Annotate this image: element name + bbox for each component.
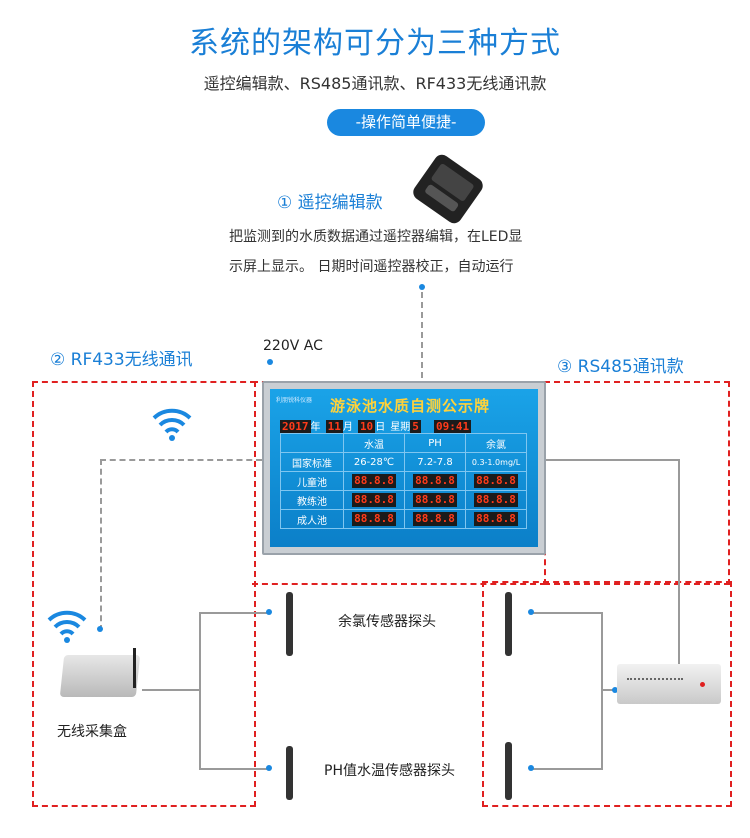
ph-probe-icon [286,746,293,800]
page-title: 系统的架构可分为三种方式 [189,26,561,61]
chlorine-probe-icon [286,592,293,656]
table-cell: 儿童池 [280,471,344,491]
rs485-wire-h [542,459,678,461]
power-label: 220V AC [263,338,323,354]
led-cell: 88.8.8 [352,493,396,507]
chlorine-probe-label: 余氯传感器探头 [338,614,436,630]
rf-section-box [32,381,256,807]
table-cell: 成人池 [280,509,344,529]
collector-label: 无线采集盒 [57,724,127,740]
board-table: 水温 PH 余氯 国家标准 26-28℃ 7.2-7.8 0.3-1.0mg/L… [280,433,527,529]
collector-wire-top [199,612,269,614]
board-logo: 利朋锐科仪器 [276,397,313,404]
led-cell: 88.8.8 [352,474,396,488]
table-header-cell: 余氯 [465,433,527,453]
ph-probe-label: PH值水温传感器探头 [324,763,455,779]
table-header-cell: 水温 [343,433,405,453]
rs-wire-bottom [530,768,602,770]
wireless-collector-box [59,655,141,697]
table-row: 儿童池 88.8.8 88.8.8 88.8.8 [280,471,527,491]
rs-section-title: ③ RS485通讯款 [557,357,684,377]
led-cell: 88.8.8 [413,474,457,488]
table-row: 成人池 88.8.8 88.8.8 88.8.8 [280,509,527,529]
rs-box-wire [601,689,619,691]
rs-wire-top [530,612,602,614]
led-month: 11 [325,420,343,434]
led-cell: 88.8.8 [352,512,396,526]
led-year: 2017 [280,420,311,434]
led-time: 09:41 [434,420,472,434]
probe-dot [528,609,534,615]
collector-wire [142,689,200,691]
rs485-wire-v [678,459,680,665]
rs-box-dot [612,687,618,693]
wireless-link-h [100,459,262,461]
remote-section-desc-1: 把监测到的水质数据通过遥控器编辑，在LED显 [229,229,523,245]
led-cell: 88.8.8 [413,512,457,526]
rs-section-box-bottom [482,581,732,807]
ph-probe-icon [505,742,512,800]
antenna-icon [133,648,136,688]
table-cell: 7.2-7.8 [404,452,466,472]
rs-section-box-top [544,381,730,585]
page-subtitle: 遥控编辑款、RS485通讯款、RF433无线通讯款 [203,74,547,93]
table-cell: 26-28℃ [343,452,405,472]
table-row: 教练池 88.8.8 88.8.8 88.8.8 [280,490,527,510]
power-dot [267,359,273,365]
board-title: 游泳池水质自测公示牌 [330,397,491,415]
probe-dot [266,765,272,771]
wifi-icon [47,610,87,643]
day-unit: 日 [375,422,386,433]
chlorine-probe-icon [505,592,512,656]
year-unit: 年 [310,422,321,433]
led-weekday: 5 [410,420,421,434]
remote-link-line [421,292,423,378]
wifi-icon [152,408,192,441]
led-day: 10 [357,420,376,434]
remote-control-icon [410,151,486,227]
table-cell: 国家标准 [280,452,344,472]
wireless-link-v [100,459,102,631]
collector-wire-bottom [199,768,269,770]
table-cell: 教练池 [280,490,344,510]
month-unit: 月 [342,422,353,433]
table-row: 水温 PH 余氯 [280,433,527,453]
weekday-label: 星期 [390,422,411,433]
probe-dot [266,609,272,615]
collector-bus [199,612,201,770]
table-cell: 0.3-1.0mg/L [465,452,527,472]
remote-section-title: ① 遥控编辑款 [277,193,383,213]
rs485-converter-box [617,664,721,704]
led-cell: 88.8.8 [474,493,518,507]
led-cell: 88.8.8 [474,474,518,488]
feature-pill: -操作简单便捷- [327,109,485,136]
led-cell: 88.8.8 [474,512,518,526]
rs-bus [601,612,603,770]
connector-dot [419,284,425,290]
table-row: 国家标准 26-28℃ 7.2-7.8 0.3-1.0mg/L [280,452,527,472]
table-header-cell: PH [404,433,466,453]
table-header-cell [280,433,344,453]
remote-section-desc-2: 示屏上显示。 日期时间遥控器校正，自动运行 [229,259,514,275]
rf-section-title: ② RF433无线通讯 [50,350,193,370]
led-cell: 88.8.8 [413,493,457,507]
collector-dot [97,626,103,632]
probe-dot [528,765,534,771]
